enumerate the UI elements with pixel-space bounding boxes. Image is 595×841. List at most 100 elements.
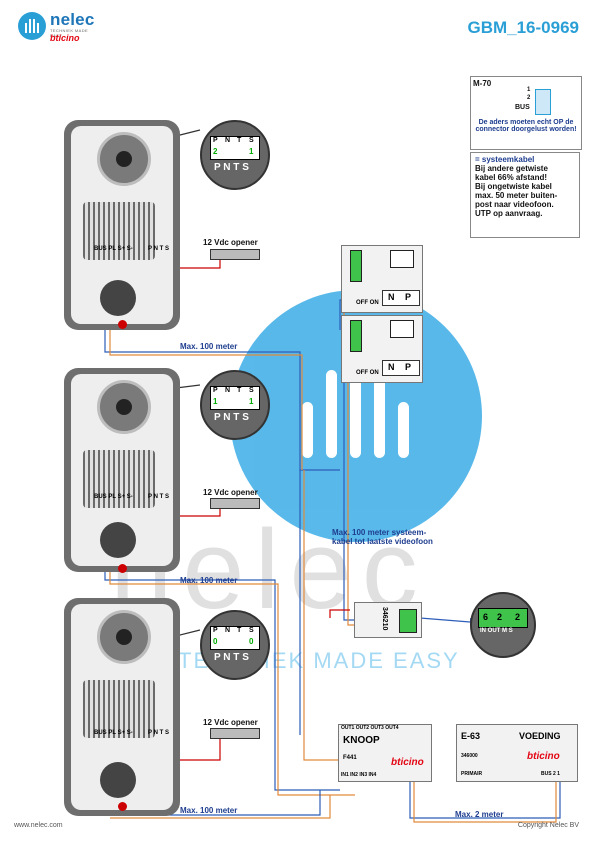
label-pl: PL	[108, 730, 116, 736]
distance-3: Max. 100 meter	[180, 806, 238, 815]
label-s: S	[164, 246, 169, 252]
cable-note-box: = systeemkabel Bij andere getwiste kabel…	[470, 152, 580, 238]
distance-1: Max. 100 meter	[180, 342, 238, 351]
zoom-header-t: T	[237, 387, 242, 394]
m70-t2: 2	[527, 95, 531, 101]
label-s-plus: S+	[117, 246, 126, 252]
switch-on-label: ON	[369, 300, 379, 306]
camera-icon	[97, 610, 151, 664]
label-t: T	[159, 494, 164, 500]
zoom-dipswitch-2: P N T S 1 1 P N T S	[200, 370, 270, 440]
cable-line-3: Bij ongetwiste kabel	[475, 182, 552, 191]
cable-legend: = systeemkabel	[475, 155, 535, 164]
distribution-code: 346210	[381, 607, 388, 631]
zoom-header-p: P	[213, 627, 218, 634]
zoom-header-t: T	[237, 137, 242, 144]
m70-connector	[535, 89, 551, 115]
distance-2: Max. 100 meter	[180, 576, 238, 585]
label-pl: PL	[108, 494, 116, 500]
label-s-minus: S-	[126, 494, 133, 500]
call-button[interactable]	[100, 522, 136, 558]
cable-line-6: UTP op aanvraag.	[475, 209, 543, 218]
label-s: S	[164, 730, 169, 736]
switch-off-label: OFF	[356, 370, 368, 376]
cable-line-1: Bij andere getwiste	[475, 164, 548, 173]
zoom-header-p: P	[213, 137, 218, 144]
m70-note: De aders moeten echt OP de connector doo…	[475, 119, 577, 133]
label-s: S	[164, 494, 169, 500]
led-indicator	[118, 320, 127, 329]
zoom-value-s: 1	[249, 147, 254, 156]
label-t: T	[159, 246, 164, 252]
opener-3	[210, 728, 260, 739]
zoom-value-p: 1	[213, 397, 218, 406]
brand-name: nelec	[50, 10, 95, 29]
door-panel-1: BUS PL S+ S- P N T S	[64, 120, 180, 330]
switch-on-label: ON	[369, 370, 379, 376]
label-s-minus: S-	[126, 246, 133, 252]
monitor-screen-icon	[390, 250, 414, 268]
knoop-f441: OUT1 OUT2 OUT3 OUT4 KNOOP F441 bticino I…	[338, 724, 432, 782]
label-bus: BUS	[94, 246, 107, 252]
knoop-code: F441	[343, 755, 357, 761]
zoom-header-t: T	[237, 627, 242, 634]
door-panel-3: BUS PL S+ S- P N T S	[64, 598, 180, 816]
zoom-value-s: 1	[249, 397, 254, 406]
label-p: P	[148, 494, 152, 500]
nelec-mark-icon	[18, 12, 46, 40]
speaker-grille	[83, 680, 155, 738]
zoom-caption: P N T S	[214, 412, 249, 423]
knoop-brand: bticino	[391, 757, 424, 768]
m70-bus: BUS	[515, 104, 530, 111]
label-s-plus: S+	[117, 494, 126, 500]
distance-4: Max. 2 meter	[455, 810, 504, 819]
label-p: P	[148, 246, 152, 252]
zoom-header-n: N	[225, 627, 231, 634]
label-n: N	[153, 730, 158, 736]
label-bus: BUS	[94, 730, 107, 736]
monitor-screen-icon	[390, 320, 414, 338]
camera-icon	[97, 132, 151, 186]
nelec-logo: nelec TECHNIEK MADE EASY bticino	[18, 10, 98, 46]
opener-label-3: 12 Vdc opener	[203, 718, 258, 727]
footer-copyright: Copyright Nelec BV	[517, 822, 579, 829]
dist-zoom-value-1: 6	[483, 612, 489, 622]
dist-zoom-value-3: 2	[515, 612, 521, 622]
label-pl: PL	[108, 246, 116, 252]
camera-icon	[97, 380, 151, 434]
voeding-title: E-63	[461, 731, 481, 741]
dist-zoom-value-2: 2	[497, 612, 503, 622]
speaker-grille	[83, 202, 155, 260]
speaker-grille	[83, 450, 155, 508]
m70-t1: 1	[527, 87, 531, 93]
label-n: N	[153, 246, 158, 252]
opener-1	[210, 249, 260, 260]
door-panel-2: BUS PL S+ S- P N T S	[64, 368, 180, 573]
voeding-primair: PRIMAIR	[461, 771, 483, 777]
switch-off-label: OFF	[356, 300, 368, 306]
voeding-code: 346000	[461, 753, 478, 759]
voeding-e63: E-63 VOEDING 346000 bticino PRIMAIR BUS …	[456, 724, 578, 782]
label-t: T	[159, 730, 164, 736]
zoom-header-s: S	[249, 137, 254, 144]
cable-line-5: post naar videofoon.	[475, 200, 554, 209]
opener-label-2: 12 Vdc opener	[203, 488, 258, 497]
label-n: N	[153, 494, 158, 500]
zoom-header-s: S	[249, 387, 254, 394]
zoom-caption: P N T S	[214, 652, 249, 663]
zoom-header-p: P	[213, 387, 218, 394]
led-indicator	[118, 802, 127, 811]
footer-website[interactable]: www.nelec.com	[14, 822, 63, 829]
zoom-header-s: S	[249, 627, 254, 634]
zoom-value-p: 2	[213, 147, 218, 156]
label-s-plus: S+	[117, 730, 126, 736]
m70-box: M-70 1 2 BUS De aders moeten echt OP de …	[470, 76, 582, 150]
m70-title: M-70	[473, 79, 492, 88]
label-s-minus: S-	[126, 730, 133, 736]
call-button[interactable]	[100, 280, 136, 316]
voeding-label: VOEDING	[519, 731, 561, 741]
call-button[interactable]	[100, 762, 136, 798]
